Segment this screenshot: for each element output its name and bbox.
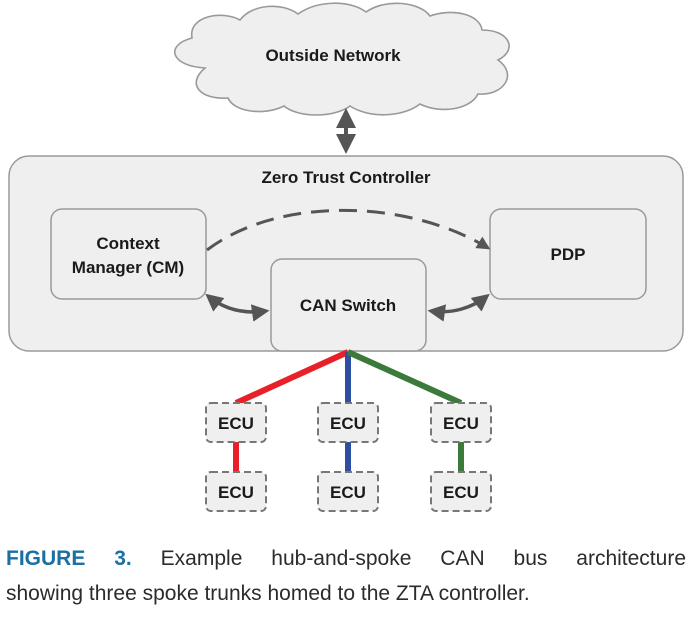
green-trunk bbox=[346, 349, 463, 406]
ecu-label: ECU bbox=[218, 483, 254, 502]
context-manager-label-line1: Context bbox=[96, 234, 160, 253]
ecu-node: ECU bbox=[317, 402, 379, 443]
controller-label: Zero Trust Controller bbox=[261, 168, 430, 187]
ecu-label: ECU bbox=[443, 414, 479, 433]
pdp-box bbox=[489, 208, 647, 300]
ecu-node: ECU bbox=[430, 471, 492, 512]
spoke-trunks bbox=[233, 349, 464, 472]
outside-network-label: Outside Network bbox=[265, 46, 401, 65]
ecu-node: ECU bbox=[205, 471, 267, 512]
pdp-label: PDP bbox=[551, 245, 586, 264]
cloud-shape bbox=[174, 2, 510, 116]
figure-label: FIGURE 3. bbox=[6, 547, 132, 570]
architecture-diagram: Outside Network Zero Trust Controller Co… bbox=[8, 2, 684, 512]
ecu-node: ECU bbox=[205, 402, 267, 443]
outside-network-cloud: Outside Network bbox=[174, 2, 510, 116]
ecu-label: ECU bbox=[330, 483, 366, 502]
can-switch-label: CAN Switch bbox=[300, 296, 396, 315]
pdp: PDP bbox=[489, 208, 647, 300]
red-trunk bbox=[234, 349, 350, 406]
ecu-node: ECU bbox=[317, 471, 379, 512]
ecu-label: ECU bbox=[218, 414, 254, 433]
cm-switch-link bbox=[205, 293, 270, 322]
ecu-label: ECU bbox=[443, 483, 479, 502]
caption-line-2: showing three spoke trunks homed to the … bbox=[6, 582, 530, 605]
ecu-nodes: ECU ECU ECU ECU ECU ECU bbox=[205, 402, 492, 512]
context-manager: Context Manager (CM) bbox=[50, 208, 207, 300]
caption-line-1: FIGURE 3. Example hub-and-spoke CAN bus … bbox=[6, 541, 686, 576]
ecu-label: ECU bbox=[330, 414, 366, 433]
cm-to-pdp-dashed-arrow bbox=[206, 208, 491, 252]
context-manager-label-line2: Manager (CM) bbox=[72, 258, 184, 277]
context-manager-box bbox=[50, 208, 207, 300]
caption-text-1: Example hub-and-spoke CAN bus architectu… bbox=[160, 547, 686, 570]
ecu-node: ECU bbox=[430, 402, 492, 443]
pdp-switch-link bbox=[427, 293, 490, 322]
can-switch: CAN Switch bbox=[270, 258, 427, 352]
figure-caption: FIGURE 3. Example hub-and-spoke CAN bus … bbox=[6, 541, 686, 611]
